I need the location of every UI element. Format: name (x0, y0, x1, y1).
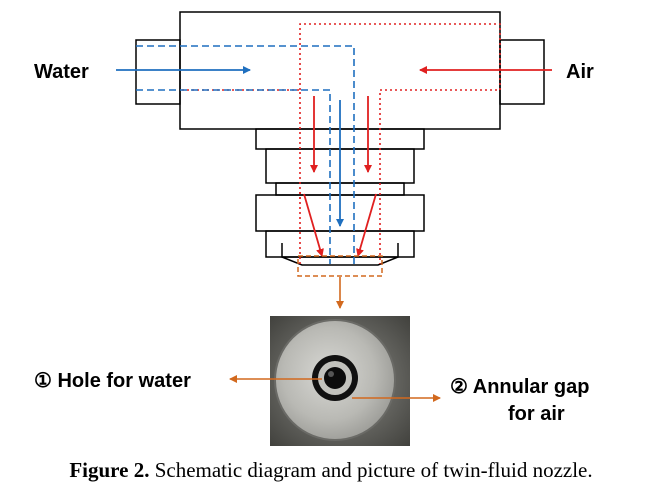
cap-lower (265, 230, 415, 258)
water-label: Water (34, 61, 89, 83)
water-channel (136, 45, 355, 264)
annular-gap-label-line2: for air (508, 403, 565, 425)
air-converge-arrow-left (303, 193, 324, 257)
air-converge-arrow-right (356, 193, 377, 257)
left-inlet-fitting (135, 39, 181, 105)
flow-arrows (116, 66, 552, 257)
nozzle-photo (270, 316, 410, 446)
caption-text: Schematic diagram and picture of twin-fl… (154, 458, 593, 482)
water-hole (324, 367, 346, 389)
tip-callout-box (297, 255, 383, 277)
air-channel (180, 23, 501, 264)
right-inlet-fitting (499, 39, 545, 105)
nozzle-tip (281, 243, 399, 266)
annular-gap-label-line1: ② Annular gap (450, 376, 589, 398)
air-label: Air (566, 61, 594, 83)
figure-caption: Figure 2. Schematic diagram and picture … (0, 458, 662, 483)
caption-prefix: Figure 2. (69, 458, 150, 482)
hole-for-water-label: ① Hole for water (34, 370, 191, 392)
